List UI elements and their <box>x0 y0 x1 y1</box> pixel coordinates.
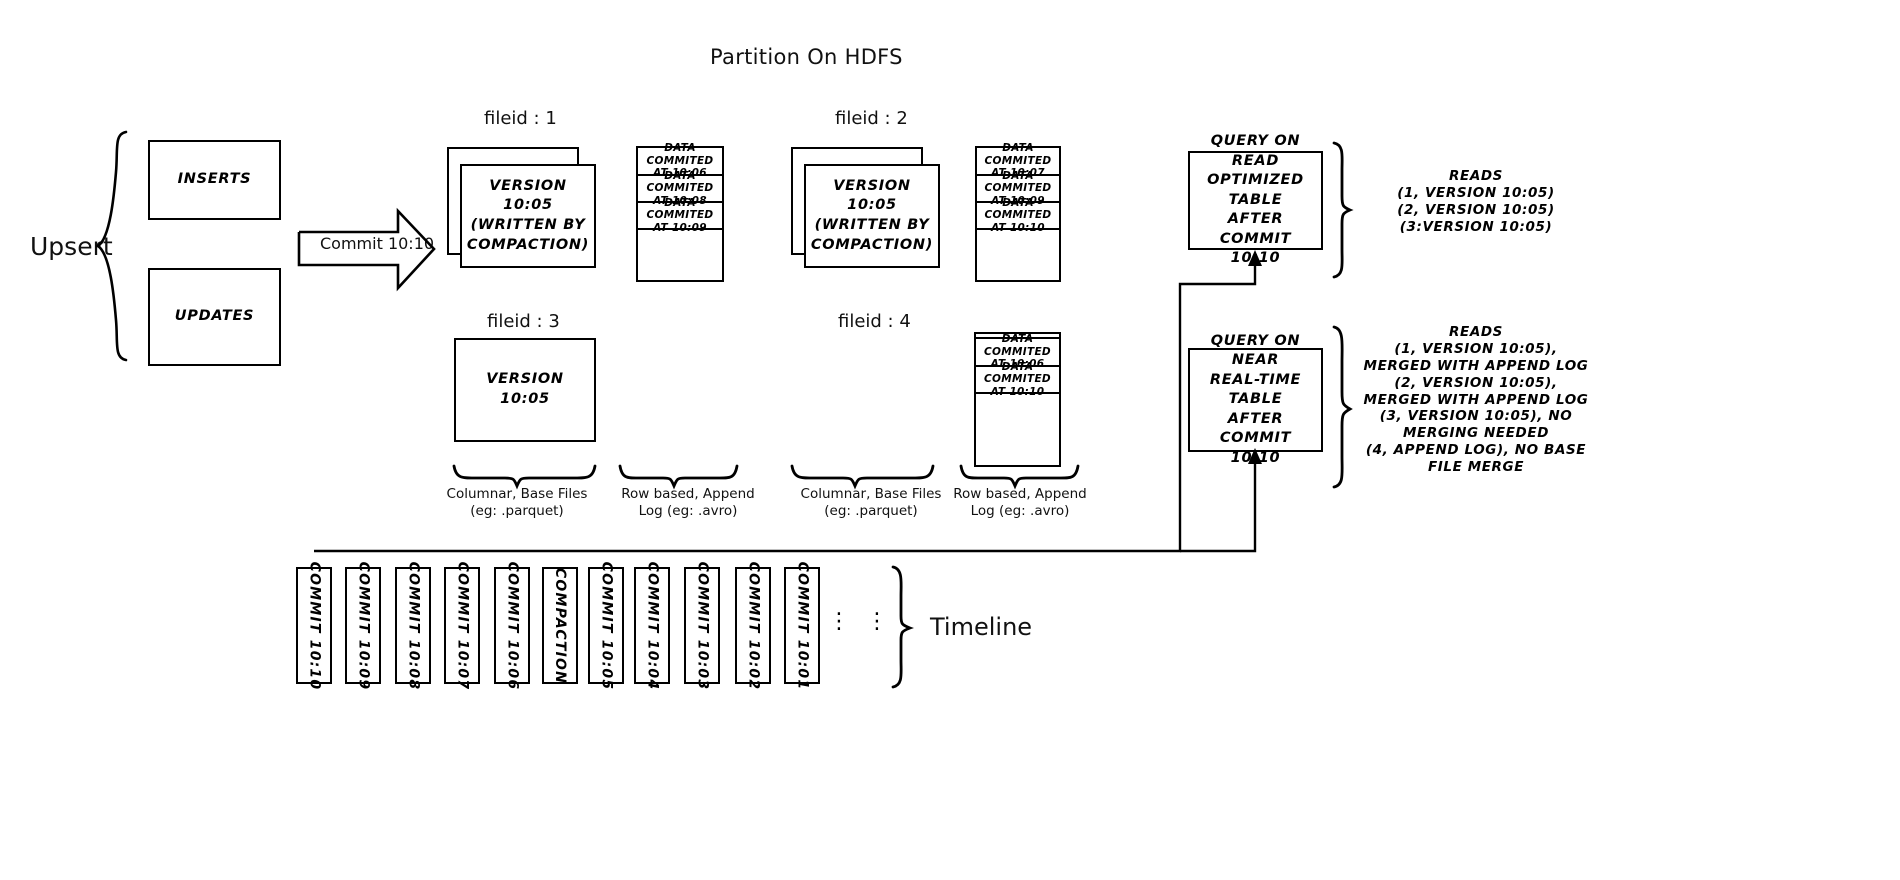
timeline-commit-chip[interactable]: COMMIT 10:08 <box>395 561 431 690</box>
fileid-2-log-stack: DATA COMMITED AT 10:07 DATA COMMITED AT … <box>975 142 1061 282</box>
timeline-commit-chip[interactable]: COMMIT 10:01 <box>784 561 820 690</box>
fileid-1-label: fileid : 1 <box>484 108 557 129</box>
inserts-box-label: INSERTS <box>177 171 252 188</box>
log-empty-space <box>976 394 1059 464</box>
log-empty-space <box>638 230 722 278</box>
timeline-commit-label: COMMIT 10:08 <box>405 561 422 690</box>
fileid-2-label: fileid : 2 <box>835 108 908 129</box>
timeline-commit-label: COMMIT 10:10 <box>306 561 323 690</box>
brace-columnar-left <box>452 464 597 490</box>
log-entry: DATA COMMITED AT 10:09 <box>638 197 722 234</box>
fileid-2-base-box: VERSION 10:05 (WRITTEN BY COMPACTION) <box>804 164 940 268</box>
timeline-commit-label: COMMIT 10:05 <box>598 561 615 690</box>
timeline-commit-label: COMMIT 10:02 <box>745 561 762 690</box>
timeline-commit-chip[interactable]: COMMIT 10:03 <box>684 561 720 690</box>
timeline-commit-chip[interactable]: COMMIT 10:07 <box>444 561 480 690</box>
log-entry: DATA COMMITED AT 10:10 <box>977 197 1059 234</box>
caption-columnar-left: Columnar, Base Files (eg: .parquet) <box>446 486 588 519</box>
commit-arrow-label: Commit 10:10 <box>320 234 435 253</box>
timeline-commit-chip[interactable]: COMMIT 10:02 <box>735 561 771 690</box>
fileid-3-base-box: VERSION 10:05 <box>454 338 596 442</box>
timeline-commit-label: COMMIT 10:04 <box>644 561 661 690</box>
fileid-1-base-text: VERSION 10:05 (WRITTEN BY COMPACTION) <box>466 177 590 253</box>
log-entry: DATA COMMITED AT 10:10 <box>976 361 1059 398</box>
brace-reads-near-realtime <box>1332 325 1353 489</box>
timeline-commit-label: COMMIT 10:09 <box>355 561 372 690</box>
log-empty-space <box>977 230 1059 278</box>
reads-read-optimized-text: READS (1, VERSION 10:05) (2, VERSION 10:… <box>1397 168 1555 235</box>
timeline-commit-chip[interactable]: COMMIT 10:04 <box>634 561 670 690</box>
brace-rowlog-left <box>618 464 739 490</box>
caption-rowlog-right: Row based, Append Log (eg: .avro) <box>953 486 1087 519</box>
brace-columnar-right <box>790 464 935 490</box>
page-title: Partition On HDFS <box>710 45 903 69</box>
caption-rowlog-left: Row based, Append Log (eg: .avro) <box>621 486 755 519</box>
timeline-ellipsis-1: ⋮ <box>828 609 850 634</box>
query-near-realtime-box: QUERY ON NEAR REAL-TIME TABLE AFTER COMM… <box>1188 333 1323 466</box>
updates-box-label: UPDATES <box>174 308 255 325</box>
caption-columnar-right: Columnar, Base Files (eg: .parquet) <box>800 486 942 519</box>
updates-box: UPDATES <box>148 268 281 366</box>
timeline-commit-label: COMPACTION <box>552 567 569 684</box>
upsert-label: Upsert <box>30 232 113 261</box>
query-read-optimized-box: QUERY ON READ OPTIMIZED TABLE AFTER COMM… <box>1188 133 1323 266</box>
query-read-optimized-text: QUERY ON READ OPTIMIZED TABLE AFTER COMM… <box>1207 133 1304 267</box>
timeline-commit-label: COMMIT 10:07 <box>454 561 471 690</box>
timeline-commit-chip[interactable]: COMMIT 10:10 <box>296 561 332 690</box>
inserts-box: INSERTS <box>148 140 281 220</box>
timeline-compaction-chip[interactable]: COMPACTION <box>542 567 578 684</box>
brace-reads-read-optimized <box>1332 141 1354 279</box>
fileid-3-base-text: VERSION 10:05 <box>486 371 564 407</box>
timeline-commit-chip[interactable]: COMMIT 10:09 <box>345 561 381 690</box>
timeline-commit-label: COMMIT 10:06 <box>504 561 521 690</box>
fileid-3-label: fileid : 3 <box>487 311 560 332</box>
fileid-1-log-stack: DATA COMMITED AT 10:06 DATA COMMITED AT … <box>636 142 724 282</box>
query-near-realtime-text: QUERY ON NEAR REAL-TIME TABLE AFTER COMM… <box>1209 332 1302 466</box>
timeline-commit-label: COMMIT 10:03 <box>694 561 711 690</box>
fileid-4-log-stack: DATA COMMITED AT 10:06 DATA COMMITED AT … <box>974 332 1061 467</box>
connector-timeline-to-near-realtime <box>1180 462 1257 553</box>
timeline-ellipsis-2: ⋮ <box>866 609 888 634</box>
timeline-brace <box>891 565 914 689</box>
fileid-1-base-box: VERSION 10:05 (WRITTEN BY COMPACTION) <box>460 164 596 268</box>
timeline-commit-chip[interactable]: COMMIT 10:05 <box>588 561 624 690</box>
brace-rowlog-right <box>959 464 1080 490</box>
timeline-commit-chip[interactable]: COMMIT 10:06 <box>494 561 530 690</box>
timeline-label: Timeline <box>930 613 1033 641</box>
reads-near-realtime-text: READS (1, VERSION 10:05), MERGED WITH AP… <box>1363 324 1589 475</box>
fileid-2-base-text: VERSION 10:05 (WRITTEN BY COMPACTION) <box>810 177 934 253</box>
fileid-4-label: fileid : 4 <box>838 311 911 332</box>
timeline-commit-label: COMMIT 10:01 <box>794 561 811 690</box>
